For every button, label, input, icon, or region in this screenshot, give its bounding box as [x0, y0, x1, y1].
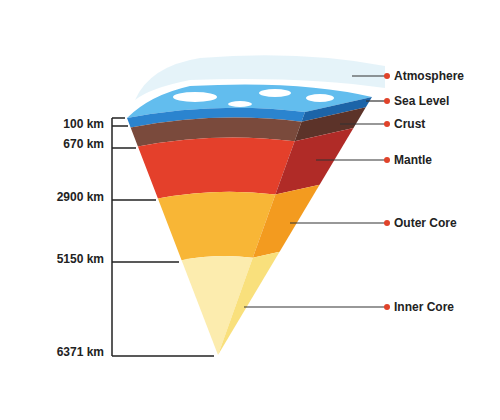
layer-label: Inner Core: [394, 300, 454, 314]
leader-dot: [384, 157, 390, 163]
bracket-line: [111, 118, 113, 356]
cloud: [173, 92, 217, 102]
depth-tick: [112, 261, 179, 263]
leader-dot: [384, 98, 390, 104]
cloud: [259, 89, 291, 97]
leader-line: [340, 123, 387, 124]
leader-line: [352, 75, 387, 76]
depth-tick: [112, 147, 136, 149]
leader-line: [316, 159, 387, 160]
depth-label: 5150 km: [57, 252, 104, 266]
leader-line: [244, 306, 387, 307]
mantle-side: [275, 128, 353, 195]
layer-label: Outer Core: [394, 216, 457, 230]
leader-dot: [384, 121, 390, 127]
leader-lines: [244, 76, 387, 307]
cloud: [306, 94, 334, 102]
depth-label: 100 km: [63, 117, 104, 131]
depth-label: 670 km: [63, 137, 104, 151]
layer-label: Crust: [394, 117, 425, 131]
depth-label: 2900 km: [57, 190, 104, 204]
depth-bracket: [112, 118, 214, 356]
leader-dot: [384, 73, 390, 79]
leader-dots: [384, 73, 390, 310]
inner-core-side: [218, 252, 280, 355]
depth-tick: [112, 117, 125, 119]
depth-tick: [112, 125, 128, 127]
depth-tick: [112, 199, 156, 201]
leader-line: [366, 100, 387, 101]
depth-tick: [112, 355, 214, 357]
layer-label: Mantle: [394, 153, 432, 167]
leader-line: [290, 222, 387, 223]
layer-label: Atmosphere: [394, 69, 464, 83]
leader-dot: [384, 304, 390, 310]
mantle-layer: [138, 137, 295, 198]
leader-dot: [384, 220, 390, 226]
depth-label: 6371 km: [57, 345, 104, 359]
cloud: [228, 101, 252, 107]
outer-core-side: [253, 185, 320, 258]
layer-label: Sea Level: [394, 94, 449, 108]
